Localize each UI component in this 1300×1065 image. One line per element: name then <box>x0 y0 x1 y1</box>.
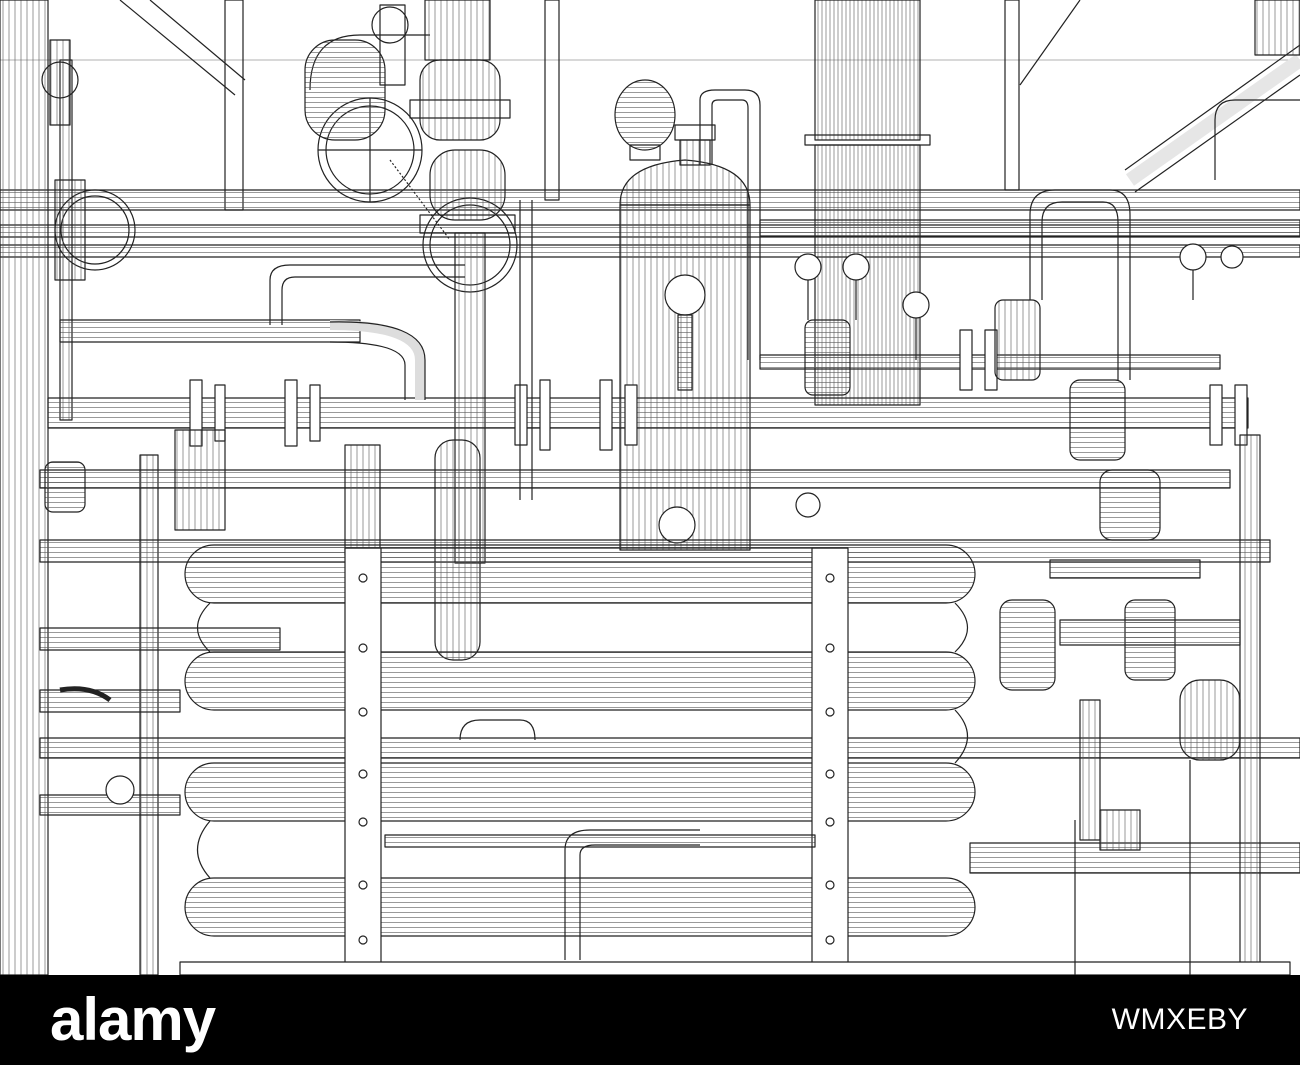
main-header-pipe <box>39 219 1300 874</box>
lower-right-pipework <box>1049 559 1241 975</box>
vertical-vessel <box>614 79 761 551</box>
wireframe-industrial-illustration <box>0 0 1300 975</box>
pressure-gauges <box>794 243 1244 518</box>
pipework-drawing <box>0 0 1300 975</box>
pipe-flanges <box>189 329 1248 451</box>
lower-centre-pipes <box>384 719 816 960</box>
left-handwheels <box>41 39 136 281</box>
front-support-frame <box>179 547 1291 975</box>
right-upper-pipework <box>1029 0 1300 975</box>
alamy-logo: alamy <box>50 986 216 1053</box>
lower-left-pipework <box>39 461 181 816</box>
stock-watermark-bar: alamy WMXEBY <box>0 975 1300 1065</box>
frame-bolts <box>358 573 835 945</box>
image-id-label: WMXEBY <box>1111 1003 1248 1036</box>
